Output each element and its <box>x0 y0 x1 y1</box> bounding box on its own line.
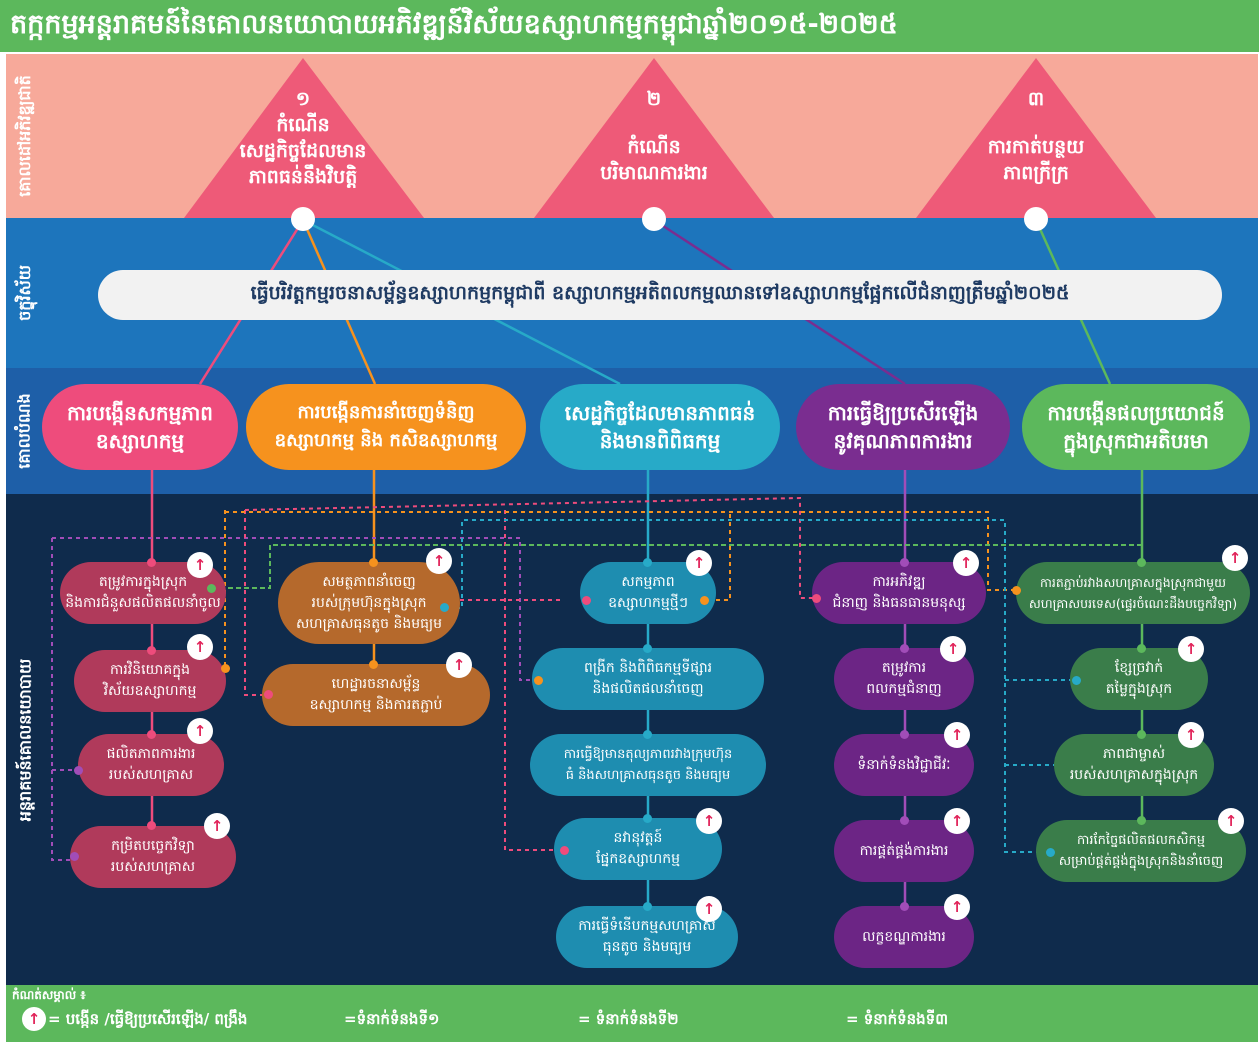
increase-icon: ↑ <box>1178 636 1204 662</box>
connector-dot <box>1046 848 1055 857</box>
goal-2-node <box>642 207 666 231</box>
increase-icon: ↑ <box>696 808 722 834</box>
connector-dot <box>643 730 652 739</box>
legend-link-3: = ទំនាក់ទំនងទី៣ <box>846 1010 949 1028</box>
vision-statement: ធ្វើបរិវត្តកម្មរចនាសម្ព័ន្ធឧស្សាហកម្មកម្… <box>98 270 1222 320</box>
increase-icon: ↑ <box>1222 545 1248 571</box>
goal-1: ១ កំណើន សេដ្ឋកិច្ចដែលមាន ភាពធន់នឹងវិបត្ត… <box>213 86 393 190</box>
intervention-3-4: នវានុវត្តន៍ផ្នែកឧស្សាហកម្ម <box>554 818 722 880</box>
connector-dot <box>812 594 821 603</box>
goal-1-node <box>291 207 315 231</box>
connector-dot <box>900 644 909 653</box>
connector-dot <box>700 596 709 605</box>
connector-dot <box>582 596 591 605</box>
increase-icon: ↑ <box>944 894 970 920</box>
connector-dot <box>207 584 216 593</box>
increase-icon: ↑ <box>187 634 213 660</box>
goal-triangle-3 <box>916 58 1156 218</box>
increase-icon: ↑ <box>940 636 966 662</box>
connector-dot <box>1012 586 1021 595</box>
legend-link-1: =ទំនាក់ទំនងទី១ <box>344 1010 440 1028</box>
increase-icon: ↑ <box>426 548 452 574</box>
objective-3: សេដ្ឋកិច្ចដែលមានភាពធន់និងមានពិពិធកម្ម <box>540 384 780 470</box>
intervention-5-1: ការតភ្ជាប់រវាងសហគ្រាសក្នុងស្រុកជាមួយសហគ្… <box>1016 562 1250 624</box>
connector-dot <box>70 852 79 861</box>
objective-1: ការបង្កើនសកម្មភាពឧស្សាហកម្ម <box>42 384 238 470</box>
page-title: តក្កកម្មអន្តរាគមន៍នៃគោលនយោបាយអភិវឌ្ឍន៍វិ… <box>10 9 898 40</box>
intervention-1-2: ការវិនិយោគក្នុងវិស័យឧស្សាហកម្ម <box>74 650 226 712</box>
increase-icon: ↑ <box>944 722 970 748</box>
legend-increase: = បង្កើន /ធ្វើឱ្យប្រសើរឡើង/ ពង្រឹង <box>48 1010 248 1028</box>
goal-3-node <box>1024 207 1048 231</box>
increase-icon: ↑ <box>187 718 213 744</box>
goal-3-number: ៣ <box>1027 88 1045 110</box>
connector-dot <box>440 603 449 612</box>
connector-dot <box>147 730 156 739</box>
connector-dot <box>369 558 378 567</box>
connector-dot <box>900 558 909 567</box>
increase-icon: ↑ <box>1218 808 1244 834</box>
increase-icon: ↑ <box>686 550 712 576</box>
intervention-1-3: ផលិតភាពការងាររបស់សហគ្រាស <box>78 734 224 796</box>
connector-dot <box>1137 558 1146 567</box>
increase-icon: ↑ <box>22 1007 46 1031</box>
goal-2-number: ២ <box>646 88 662 110</box>
connector-dot <box>74 766 83 775</box>
intervention-3-3: ការធ្វើឱ្យមានតុល្យភាពរវាងក្រុមហ៊ុនធំ និង… <box>530 734 766 796</box>
objective-4: ការធ្វើឱ្យប្រសើរឡើងនូវគុណភាពការងារ <box>796 384 1010 470</box>
increase-icon: ↑ <box>944 808 970 834</box>
connector-dot <box>534 676 543 685</box>
intervention-3-2: ពង្រីក និងពិពិធកម្មទីផ្សារនិងផលិតផលនាំចេ… <box>532 648 764 710</box>
increase-icon: ↑ <box>446 652 472 678</box>
legend: កំណត់សម្គាល់ ៖ ↑ = បង្កើន /ធ្វើឱ្យប្រសើរ… <box>6 985 1258 1042</box>
connector-dot <box>643 558 652 567</box>
connector-dot <box>643 644 652 653</box>
intervention-5-4: ការកែច្នៃផលិតផលកសិកម្មសម្រាប់ផ្គត់ផ្គង់ក… <box>1036 820 1246 882</box>
goal-triangle-2 <box>534 58 774 218</box>
increase-icon: ↑ <box>204 813 230 839</box>
connector-dot <box>560 846 569 855</box>
connector-dot <box>1072 676 1081 685</box>
connector-dot <box>221 664 230 673</box>
connector-dot <box>264 690 273 699</box>
connector-dot <box>147 558 156 567</box>
increase-icon: ↑ <box>953 550 979 576</box>
connector-dot <box>369 660 378 669</box>
legend-link-2: = ទំនាក់ទំនងទី២ <box>578 1010 679 1028</box>
connector-dot <box>1137 816 1146 825</box>
connector-dot <box>900 730 909 739</box>
intervention-1-1: តម្រូវការក្នុងស្រុកនិងការជំនួសផលិតផលនាំច… <box>60 562 226 624</box>
connector-dot <box>900 902 909 911</box>
increase-icon: ↑ <box>187 552 213 578</box>
connector-dot <box>643 814 652 823</box>
goal-1-number: ១ <box>295 88 311 110</box>
intervention-5-3: ភាពជាម្ចាស់របស់សហគ្រាសក្នុងស្រុក <box>1054 734 1214 796</box>
increase-icon: ↑ <box>696 896 722 922</box>
connector-dot <box>1137 644 1146 653</box>
objective-2: ការបង្កើនការនាំចេញទំនិញឧស្សាហកម្ម និង កស… <box>246 384 526 470</box>
connector-dot <box>900 816 909 825</box>
legend-title: កំណត់សម្គាល់ ៖ <box>12 988 86 1002</box>
objective-5: ការបង្កើនផលប្រយោជន៍ក្នុងស្រុកជាអតិបរមា <box>1022 384 1250 470</box>
intervention-3-1: សកម្មភាពឧស្សាហកម្មថ្មីៗ <box>580 562 716 624</box>
goal-2: ២ កំណើន បរិមាណការងារ <box>564 86 744 186</box>
title-bar: តក្កកម្មអន្តរាគមន៍នៃគោលនយោបាយអភិវឌ្ឍន៍វិ… <box>0 0 1259 52</box>
intervention-2-1: សមត្ថភាពនាំចេញរបស់ក្រុមហ៊ុនក្នុងស្រុកសហគ… <box>278 562 460 644</box>
increase-icon: ↑ <box>1178 722 1204 748</box>
connector-dot <box>147 646 156 655</box>
intervention-3-5: ការធ្វើទំនើបកម្មសហគ្រាសធុនតូច និងមធ្យម <box>556 906 738 968</box>
goal-3: ៣ ការកាត់បន្ថយ ភាពក្រីក្រ <box>946 86 1126 186</box>
connector-dot <box>1137 730 1146 739</box>
connector-dot <box>147 821 156 830</box>
connector-dot <box>643 902 652 911</box>
goal-triangle-1 <box>184 58 424 218</box>
